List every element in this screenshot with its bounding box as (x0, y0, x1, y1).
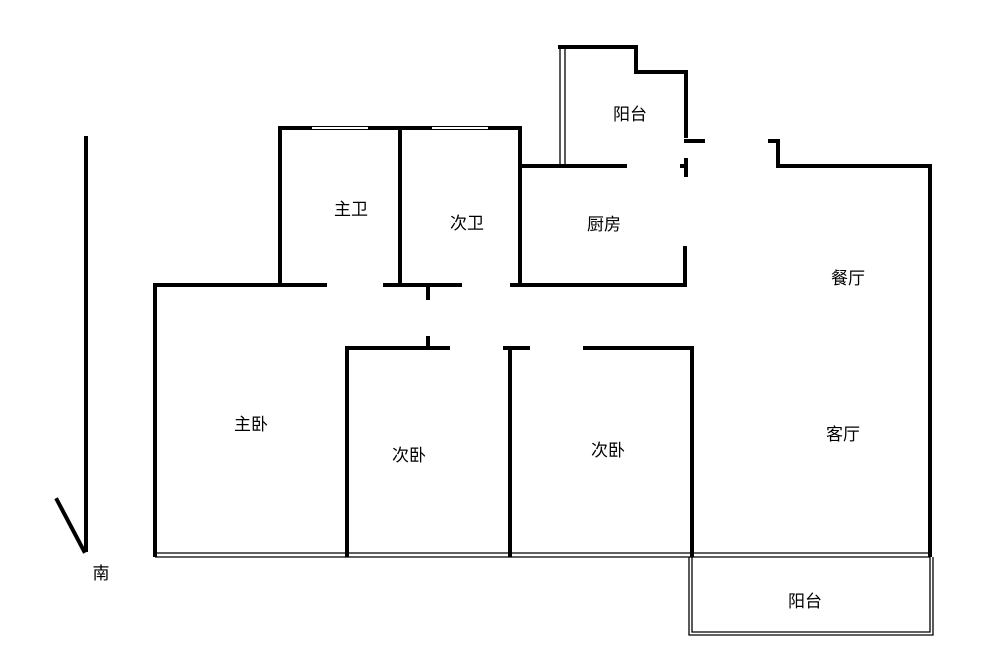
room-second-bedroom-2: 次卧 (591, 441, 625, 461)
room-master-bath: 主卫 (334, 200, 368, 220)
compass: 南 (54, 136, 110, 584)
walls (153, 45, 934, 636)
room-second-bath: 次卫 (450, 214, 484, 234)
compass-arrow-head (54, 497, 87, 554)
room-second-bedroom-1: 次卧 (392, 446, 426, 466)
room-balcony-north: 阳台 (613, 105, 647, 125)
room-kitchen: 厨房 (587, 215, 621, 235)
room-balcony-south: 阳台 (788, 592, 822, 612)
room-living: 客厅 (826, 425, 860, 445)
room-labels: 阳台 主卫 次卫 厨房 餐厅 主卧 次卧 次卧 客厅 阳台 (234, 105, 865, 612)
compass-label: 南 (93, 564, 110, 584)
room-dining: 餐厅 (831, 269, 865, 289)
room-master-bedroom: 主卧 (234, 415, 268, 435)
